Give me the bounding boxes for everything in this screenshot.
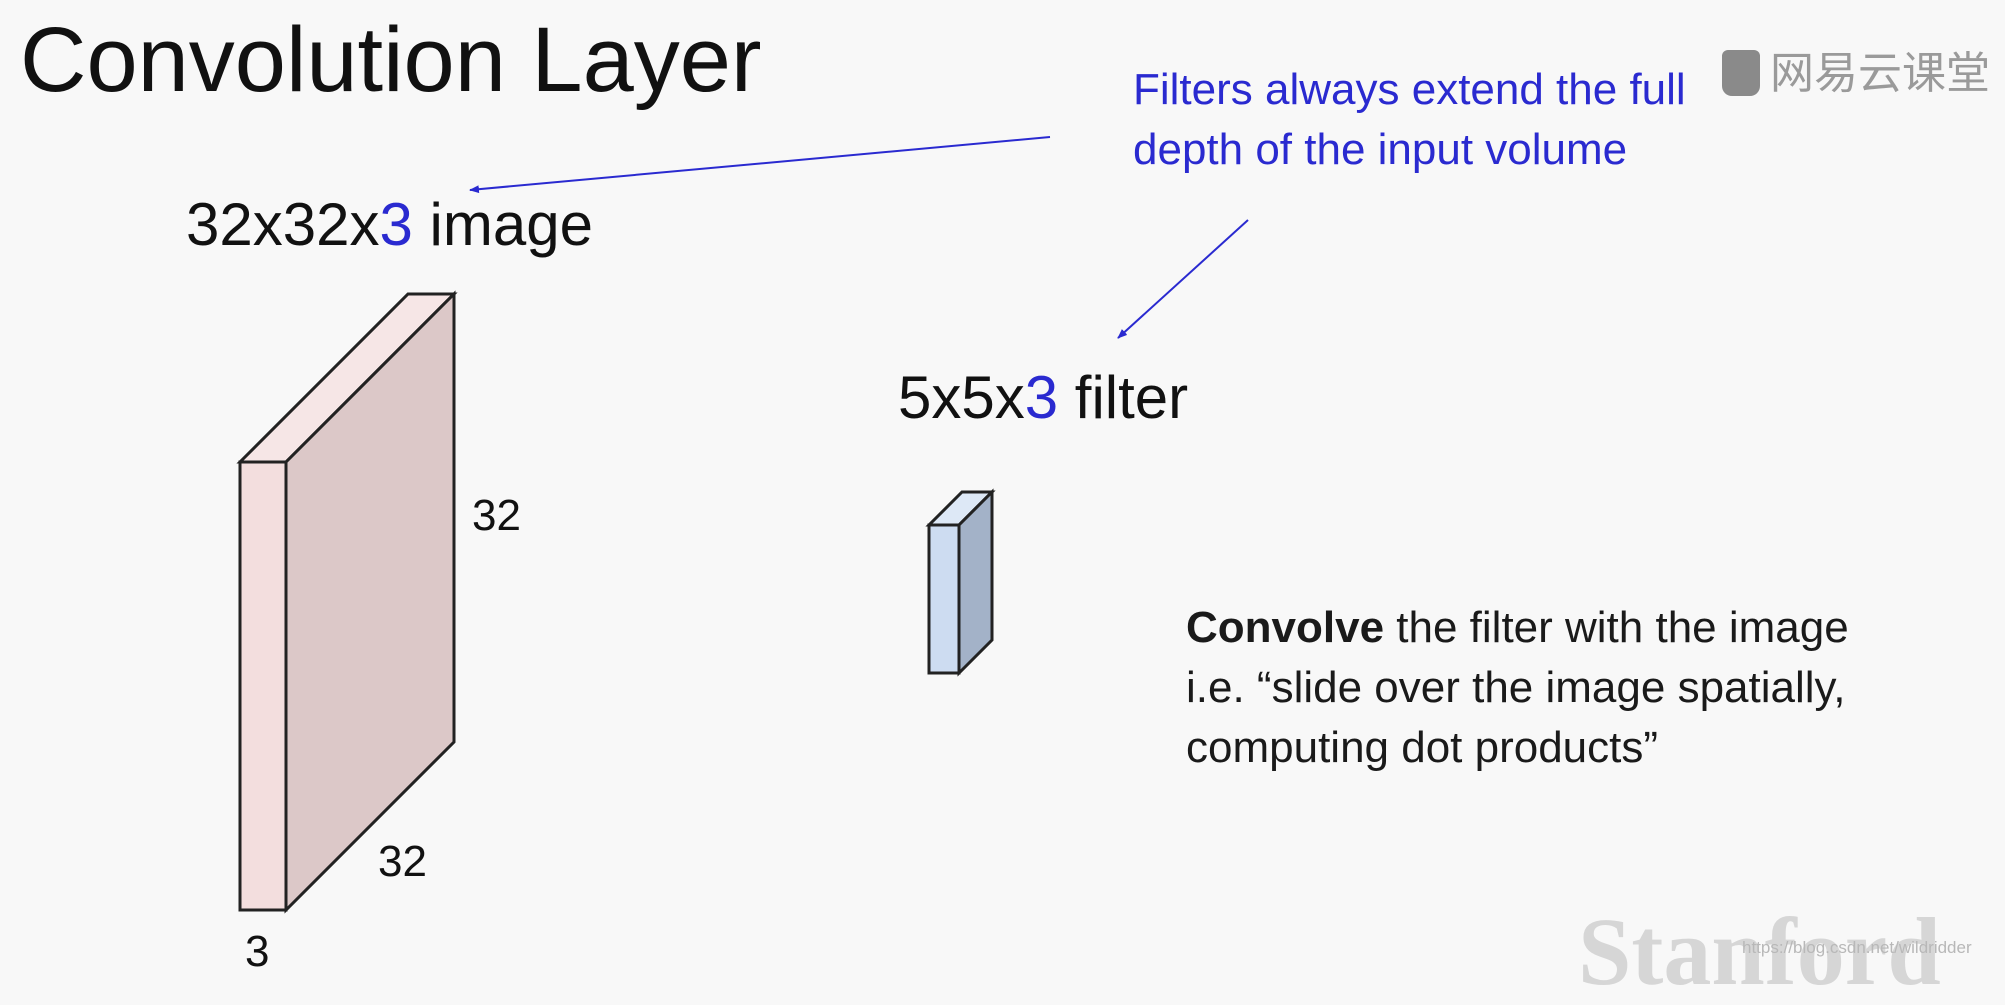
convolve-keyword: Convolve [1186, 603, 1385, 652]
filter-label-depth: 3 [1024, 364, 1059, 431]
slide-title: Convolution Layer [20, 9, 762, 111]
filter-label-word: filter [1058, 364, 1189, 431]
dimension-height-label: 32 [472, 491, 521, 540]
arrow-to-image-label [469, 136, 1051, 194]
convolve-line-2: i.e. “slide over the image spatially, [1186, 663, 1846, 712]
image-label: 32x32x3 image [186, 192, 593, 258]
filter-depth-note: Filters always extend the full depth of … [1133, 60, 1686, 180]
watermark-logo-icon [1722, 50, 1760, 96]
image-label-size: 32x32x [186, 191, 380, 258]
input-volume-front-face [238, 460, 288, 912]
image-label-depth: 3 [379, 191, 413, 258]
filter-volume [925, 488, 996, 677]
convolve-line-3: computing dot products” [1186, 723, 1659, 772]
note-line-2: depth of the input volume [1133, 125, 1628, 174]
image-label-word: image [412, 191, 593, 258]
arrow-to-filter-label [1117, 219, 1249, 339]
dimension-width-label: 32 [378, 837, 427, 886]
filter-label-size: 5x5x [898, 364, 1025, 431]
diagram-shapes [236, 136, 1249, 914]
watermark-text: 网易云课堂 [1770, 49, 1990, 98]
filter-label: 5x5x3 filter [898, 365, 1188, 431]
dimension-depth-label: 3 [245, 927, 270, 976]
convolve-line-1: Convolve the filter with the image [1186, 598, 1849, 658]
filter-volume-front-face [927, 523, 961, 675]
filter-volume-side-face [957, 488, 994, 677]
convolve-line-1-rest: the filter with the image [1384, 603, 1849, 652]
input-volume-side-face [284, 290, 456, 914]
input-volume [236, 290, 458, 914]
source-url-watermark: https://blog.csdn.net/wildridder [1742, 938, 1972, 957]
note-line-1: Filters always extend the full [1133, 65, 1686, 114]
convolve-description: Convolve the filter with the image i.e. … [1186, 598, 1849, 778]
